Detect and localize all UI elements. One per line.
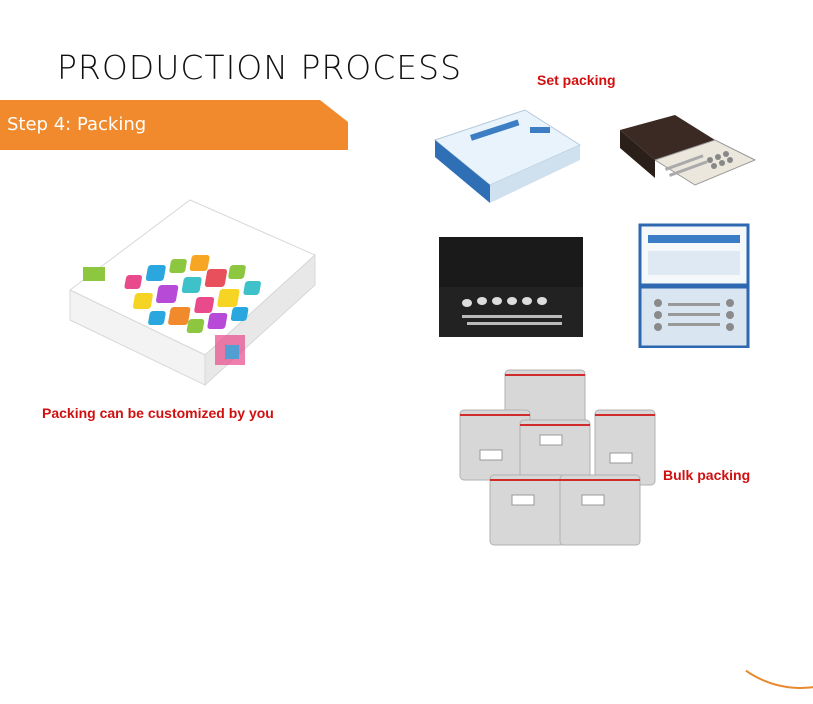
set-packing-caption: Set packing	[537, 72, 616, 88]
decorative-arc-bottom-right	[688, 479, 813, 704]
page-title: PRODUCTION PROCESS	[57, 48, 463, 87]
blue-set-case-image	[638, 223, 750, 348]
bulk-packing-bags-image	[459, 369, 656, 546]
customized-caption: Packing can be customized by you	[42, 405, 274, 421]
custom-packaging-box-image	[69, 199, 316, 387]
step-banner	[0, 100, 348, 150]
diamond-tip-case-image	[439, 237, 583, 337]
set-box-open-image	[620, 115, 757, 186]
set-box-closed-image	[433, 109, 582, 203]
step-label: Step 4: Packing	[7, 114, 147, 135]
bulk-packing-caption: Bulk packing	[663, 467, 751, 483]
